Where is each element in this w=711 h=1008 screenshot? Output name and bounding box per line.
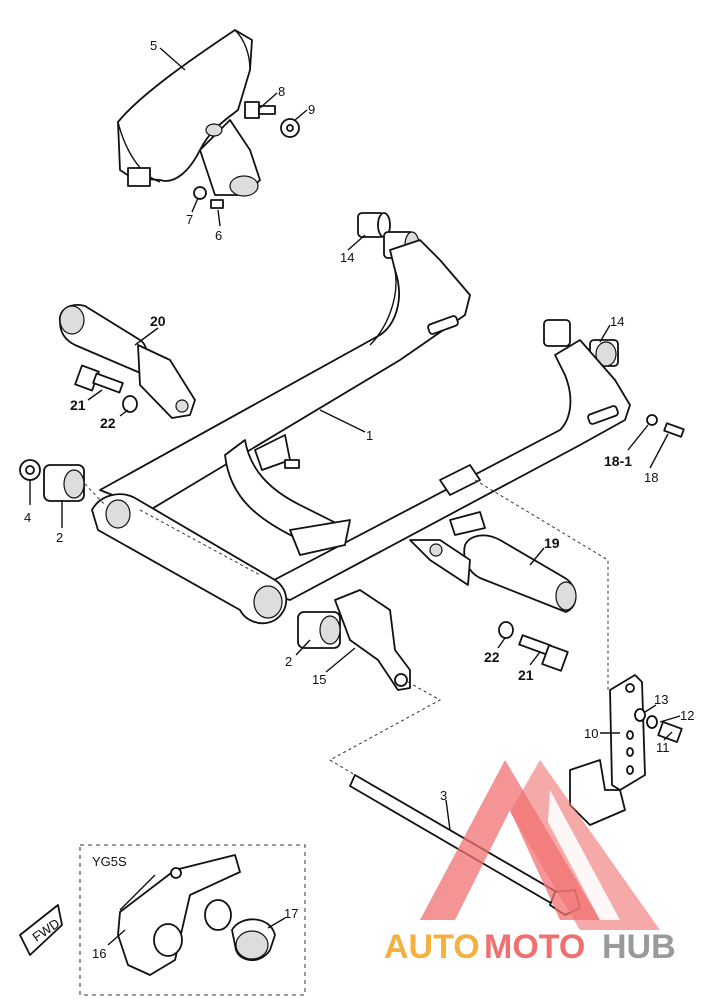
label-17: 17 — [284, 906, 298, 921]
label-5: 5 — [150, 38, 157, 53]
part-15-bracket — [334, 589, 411, 691]
part-18-screw — [663, 422, 685, 438]
watermark-moto: MOTO — [484, 928, 585, 966]
assembly-dashed-lines — [84, 479, 609, 776]
label-16: 16 — [92, 946, 106, 961]
frame-tube-front — [91, 493, 288, 625]
label-22a: 22 — [100, 415, 116, 431]
part-22-washer-right — [498, 621, 514, 639]
label-11: 11 — [656, 740, 670, 755]
label-2b: 2 — [285, 654, 292, 669]
label-13: 13 — [654, 692, 668, 707]
part-12-washer — [646, 715, 658, 729]
part-4-nut — [19, 459, 41, 481]
label-15: 15 — [312, 672, 326, 687]
label-7: 7 — [186, 212, 193, 227]
part-14-bushing-left — [357, 212, 391, 238]
part-2-bushing-lower — [297, 611, 341, 649]
part-7-washer — [193, 186, 207, 200]
part-21-bolt-right — [518, 634, 569, 672]
part-19-footpeg-right — [409, 534, 577, 613]
inset-yg5s — [79, 844, 306, 996]
part-11-bolt — [657, 721, 683, 743]
watermark-hub: HUB — [602, 928, 676, 966]
part-10-plate — [569, 674, 646, 826]
label-14b: 14 — [610, 314, 624, 329]
part-8-bolt — [244, 101, 276, 119]
part-2-bushing-left — [43, 464, 85, 502]
label-21b: 21 — [518, 667, 534, 683]
label-2a: 2 — [56, 530, 63, 545]
part-9-washer — [280, 118, 300, 138]
inset-model-label: YG5S — [92, 854, 127, 869]
label-10: 10 — [584, 726, 598, 741]
part-13-washer — [634, 708, 646, 722]
label-18: 18 — [644, 470, 658, 485]
leader-lines — [29, 47, 681, 946]
fwd-arrow: FWD — [19, 904, 63, 956]
label-21a: 21 — [70, 397, 86, 413]
part-18-1-washer — [646, 414, 658, 426]
part-5-cover — [117, 29, 261, 197]
label-14a: 14 — [340, 250, 354, 265]
part-1-frame — [99, 239, 631, 601]
watermark: AUTO MOTO HUB — [384, 760, 676, 966]
label-22b: 22 — [484, 649, 500, 665]
part-22-washer-left — [122, 395, 138, 413]
label-1: 1 — [366, 428, 373, 443]
label-12: 12 — [680, 708, 694, 723]
part-21-bolt-left — [74, 364, 124, 394]
label-3: 3 — [440, 788, 447, 803]
label-18-1: 18-1 — [604, 453, 632, 469]
part-6-screw — [210, 199, 224, 209]
label-8: 8 — [278, 84, 285, 99]
label-9: 9 — [308, 102, 315, 117]
label-6: 6 — [215, 228, 222, 243]
watermark-auto: AUTO — [384, 928, 480, 966]
label-19: 19 — [544, 535, 560, 551]
label-20: 20 — [150, 313, 166, 329]
part-20-footpeg-left — [58, 304, 196, 419]
label-4: 4 — [24, 510, 31, 525]
part-labels: 5 8 9 7 6 14 14 20 1 21 22 18-1 18 4 2 1… — [24, 38, 694, 961]
part-14-bushing-right — [543, 319, 619, 367]
